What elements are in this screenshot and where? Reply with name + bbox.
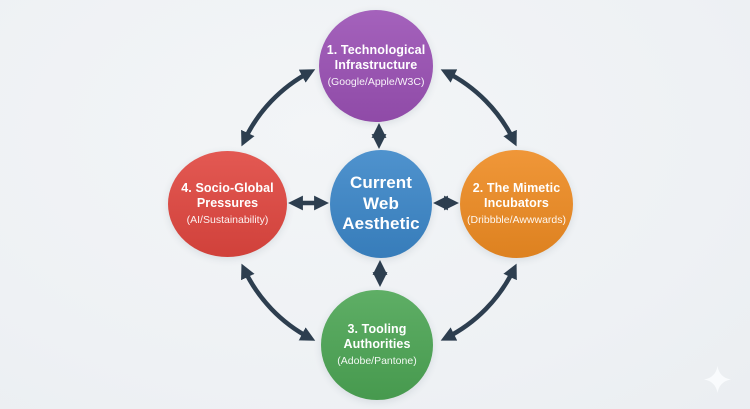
- sparkle-watermark-icon: [704, 366, 731, 393]
- connector-top-right-arc: [440, 69, 517, 147]
- node-subtitle: (Dribbble/Awwwards): [466, 213, 566, 226]
- node-title: Current Web Aesthetic: [342, 173, 419, 236]
- node-title: 4. Socio-Global Pressures: [181, 181, 274, 212]
- connector-right-bottom-arc: [440, 263, 517, 341]
- node-title-line: Web: [363, 193, 399, 213]
- node-title-line: 1. Technological: [326, 42, 426, 57]
- node-title-line: Pressures: [196, 196, 259, 211]
- node-mimetic-incubators: 2. The Mimetic Incubators (Dribbble/Awww…: [460, 150, 573, 258]
- node-title: 1. Technological Infrastructure: [327, 43, 426, 74]
- node-subtitle: (Adobe/Pantone): [337, 354, 417, 367]
- node-title-line: Authorities: [343, 337, 411, 352]
- node-subtitle: (Google/Apple/W3C): [327, 75, 425, 88]
- connector-bottom-left-arc: [241, 263, 316, 341]
- node-title-line: Infrastructure: [334, 58, 418, 73]
- node-title-line: Incubators: [484, 196, 549, 211]
- node-subtitle: (AI/Sustainability): [186, 213, 269, 226]
- node-current-web-aesthetic: Current Web Aesthetic: [330, 150, 432, 258]
- node-technological-infrastructure: 1. Technological Infrastructure (Google/…: [319, 10, 433, 122]
- connector-left-top-arc: [241, 69, 316, 147]
- node-title-line: Aesthetic: [342, 214, 420, 234]
- node-socio-global-pressures: 4. Socio-Global Pressures (AI/Sustainabi…: [168, 151, 287, 257]
- node-title: 3. Tooling Authorities: [343, 322, 410, 353]
- node-title-line: 3. Tooling: [347, 321, 407, 336]
- node-title-line: Current: [349, 172, 413, 192]
- node-tooling-authorities: 3. Tooling Authorities (Adobe/Pantone): [321, 290, 433, 400]
- node-title-line: 4. Socio-Global: [181, 180, 274, 195]
- node-title-line: 2. The Mimetic: [472, 180, 561, 195]
- node-title: 2. The Mimetic Incubators: [473, 181, 561, 212]
